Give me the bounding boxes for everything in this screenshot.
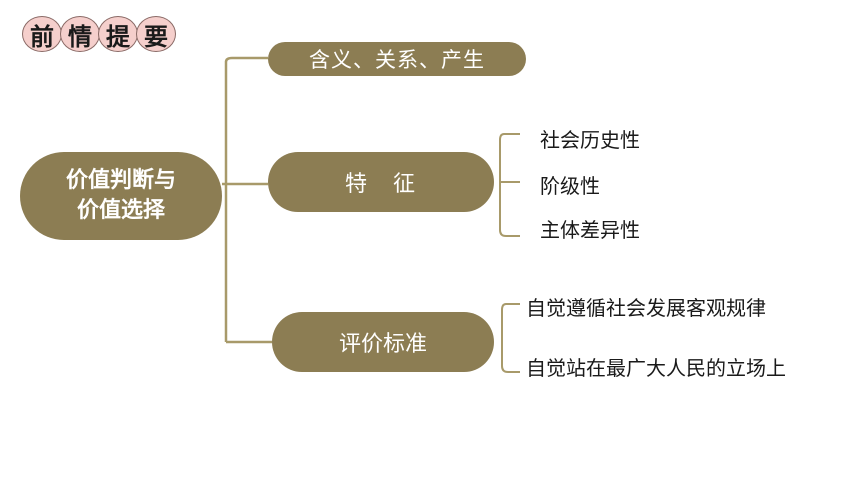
leaf-social-history: 社会历史性 — [540, 128, 640, 152]
root-node: 价值判断与 价值选择 — [20, 152, 222, 240]
title-char: 前 — [22, 16, 62, 52]
branch-label: 评价标准 — [338, 332, 427, 357]
leaf-class: 阶级性 — [540, 174, 600, 198]
section-title-badge: 前 情 提 要 — [22, 16, 176, 52]
branch-node-features: 特 征 — [268, 152, 494, 212]
branch-label: 特 征 — [344, 172, 417, 197]
root-label-line1: 价值判断与 — [65, 168, 176, 193]
root-label-line2: 价值选择 — [76, 198, 165, 223]
title-char: 情 — [60, 16, 100, 52]
bracket-features — [499, 133, 520, 237]
title-char: 要 — [136, 16, 176, 52]
connector-branch-1 — [224, 56, 268, 63]
leaf-people-stance: 自觉站在最广大人民的立场上 — [526, 356, 786, 380]
leaf-subject-difference: 主体差异性 — [540, 218, 640, 242]
bracket-standards — [501, 303, 520, 373]
leaf-follow-laws: 自觉遵循社会发展客观规律 — [526, 296, 766, 320]
branch-node-meaning: 含义、关系、产生 — [268, 42, 526, 76]
branch-label: 含义、关系、产生 — [309, 48, 485, 72]
branch-node-standards: 评价标准 — [272, 312, 494, 372]
